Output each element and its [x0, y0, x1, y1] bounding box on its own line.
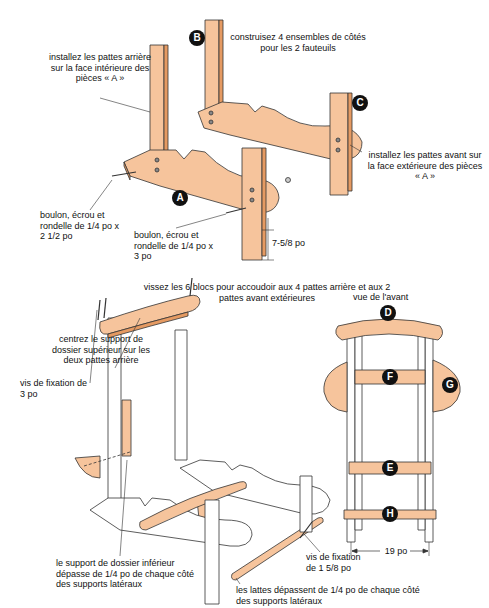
- callout-letter: E: [387, 463, 394, 473]
- callout-letter: H: [386, 509, 393, 519]
- callout-letter: G: [446, 380, 454, 390]
- hardware-note: boulon, écrou et rondelle de 1/4 po x 3 …: [134, 230, 214, 262]
- callout-circle: A: [172, 190, 188, 206]
- hardware-note: boulon, écrou et rondelle de 1/4 po x 2 …: [40, 210, 124, 242]
- note-text: installez les pattes avant sur la face e…: [364, 150, 486, 182]
- callout-circle: H: [382, 506, 398, 522]
- note-text: construisez 4 ensembles de côtés pour le…: [222, 32, 374, 53]
- dimension-label: 7-5/8 po: [272, 238, 322, 249]
- callout-letter: A: [176, 193, 183, 203]
- callout-circle: G: [442, 377, 458, 393]
- callout-circle: B: [189, 30, 205, 46]
- note-text: les lattes dépassent de 1/4 po de chaque…: [236, 585, 436, 606]
- callout-letter: D: [384, 308, 391, 318]
- callout-letter: F: [387, 372, 393, 382]
- hardware-note: vis de fixation de 3 po: [20, 378, 92, 399]
- note-text: centrez le support de dossier supérieur …: [48, 334, 154, 366]
- view-label: vue de l'avant: [353, 292, 443, 303]
- hardware-note: vis de fixation de 1 5/8 po: [306, 552, 372, 573]
- callout-letter: C: [356, 98, 363, 108]
- callout-circle: E: [382, 460, 398, 476]
- callout-circle: D: [380, 305, 396, 321]
- callout-circle: F: [382, 369, 398, 385]
- callout-circle: C: [352, 95, 368, 111]
- note-text: le support de dossier inférieur dépasse …: [56, 558, 208, 590]
- dimension-label: 19 po: [382, 546, 410, 557]
- note-text: installez les pattes arrière sur la face…: [48, 52, 152, 84]
- callout-letter: B: [193, 33, 200, 43]
